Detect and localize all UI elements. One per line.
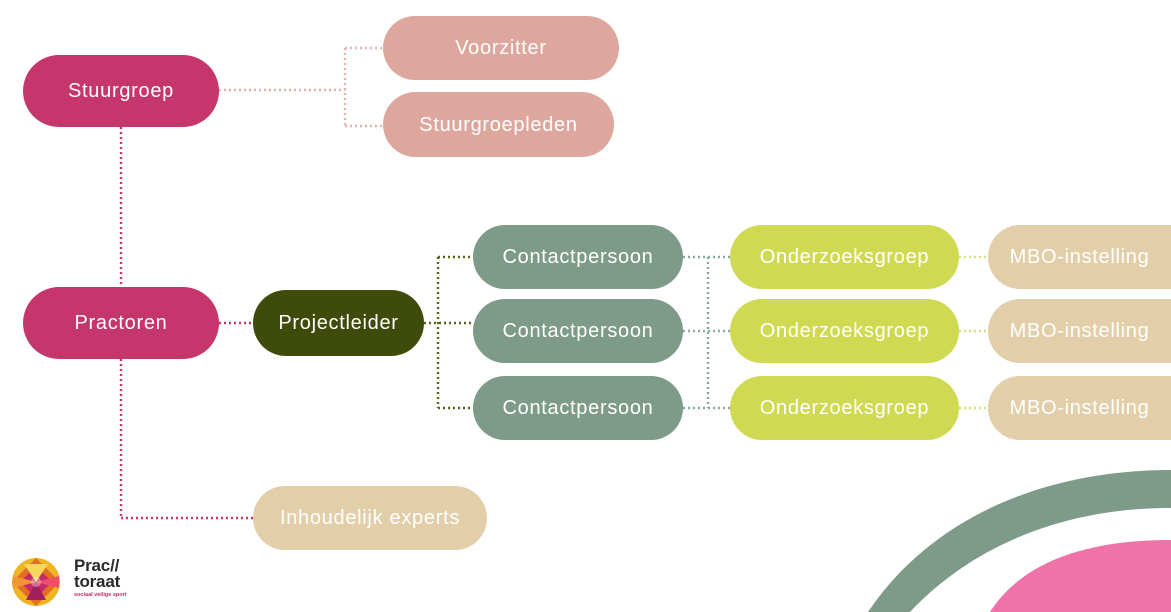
inhoudelijk-experts-label: Inhoudelijk experts: [279, 507, 461, 529]
logo-wordmark: Prac// toraat: [74, 556, 121, 591]
onderzoeksgroep-node-3: Onderzoeksgroep: [730, 376, 959, 440]
practoren-label: Practoren: [74, 312, 168, 334]
onderzoeksgroep-label-1: Onderzoeksgroep: [759, 246, 930, 268]
contactpersoon-node-3: Contactpersoon: [473, 376, 683, 440]
mbo-instelling-node-3: MBO-instelling: [988, 376, 1171, 440]
mbo-instelling-label-1: MBO-instelling: [1009, 246, 1150, 268]
mbo-instelling-label-3: MBO-instelling: [1009, 397, 1150, 419]
projectleider-label: Projectleider: [278, 312, 399, 334]
onderzoeksgroep-node-2: Onderzoeksgroep: [730, 299, 959, 363]
projectleider-node: Projectleider: [253, 290, 424, 356]
mbo-instelling-node-1: MBO-instelling: [988, 225, 1171, 289]
stuurgroep-node: Stuurgroep: [23, 55, 219, 127]
onderzoeksgroep-label-3: Onderzoeksgroep: [759, 397, 930, 419]
logo-line-1: Prac//: [74, 556, 120, 575]
practoren-node: Practoren: [23, 287, 219, 359]
voorzitter-label: Voorzitter: [455, 37, 547, 59]
contactpersoon-label-2: Contactpersoon: [502, 320, 654, 342]
contactpersoon-node-1: Contactpersoon: [473, 225, 683, 289]
onderzoeksgroep-label-2: Onderzoeksgroep: [759, 320, 930, 342]
onderzoeksgroep-node-1: Onderzoeksgroep: [730, 225, 959, 289]
contactpersoon-node-2: Contactpersoon: [473, 299, 683, 363]
stuurgroep-label: Stuurgroep: [68, 80, 174, 102]
logo-tagline: sociaal veilige sport: [74, 592, 127, 598]
contactpersoon-label-1: Contactpersoon: [502, 246, 654, 268]
stuurgroep-connectors: [219, 46, 383, 128]
stuurgroepleden-node: Stuurgroepleden: [383, 92, 614, 157]
magenta-connectors: [119, 127, 253, 520]
contact-connectors: [683, 255, 730, 410]
logo-line-2: toraat: [74, 572, 121, 591]
mbo-instelling-label-2: MBO-instelling: [1009, 320, 1150, 342]
mbo-instelling-node-2: MBO-instelling: [988, 299, 1171, 363]
voorzitter-node: Voorzitter: [383, 16, 619, 80]
projectleider-connectors: [424, 255, 473, 410]
logo-mark-icon: [12, 558, 60, 606]
practoraat-logo: Prac// toraat sociaal veilige sport: [8, 554, 146, 610]
contactpersoon-label-3: Contactpersoon: [502, 397, 654, 419]
inhoudelijk-experts-node: Inhoudelijk experts: [253, 486, 487, 550]
stuurgroepleden-label: Stuurgroepleden: [419, 113, 578, 136]
lime-connectors: [959, 255, 988, 410]
